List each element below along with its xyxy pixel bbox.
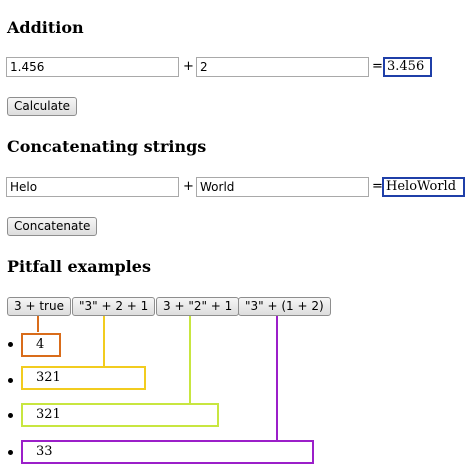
pitfall-result-2: 321 [21, 366, 146, 390]
concat-equals-sign: = [372, 179, 383, 194]
concat-input-a[interactable]: Helo [6, 177, 179, 197]
bullet [8, 450, 13, 455]
pitfall-button-3[interactable]: 3 + "2" + 1 [156, 297, 240, 316]
bullet [8, 378, 13, 383]
concatenation-heading: Concatenating strings [7, 137, 207, 156]
pitfall-result-3-value: 321 [36, 407, 61, 422]
pitfall-button-4[interactable]: "3" + (1 + 2) [238, 297, 331, 316]
pitfall-result-4: 33 [21, 440, 314, 464]
addition-input-a[interactable]: 1.456 [6, 57, 179, 77]
pitfall-result-1-value: 4 [36, 337, 45, 352]
addition-equals-sign: = [372, 59, 383, 74]
calculate-button[interactable]: Calculate [7, 97, 78, 116]
addition-heading: Addition [7, 18, 84, 37]
pitfall-result-1: 4 [21, 333, 61, 357]
addition-plus-sign: + [183, 59, 194, 74]
concatenate-button[interactable]: Concatenate [7, 217, 98, 236]
pitfall-button-1[interactable]: 3 + true [7, 297, 71, 316]
concat-plus-sign: + [183, 179, 194, 194]
pitfall-heading: Pitfall examples [7, 257, 151, 276]
bullet [8, 342, 13, 347]
bullet [8, 413, 13, 418]
pitfall-button-2[interactable]: "3" + 2 + 1 [72, 297, 156, 316]
addition-input-b[interactable]: 2 [196, 57, 369, 77]
pitfall-result-4-value: 33 [36, 444, 53, 459]
addition-result: 3.456 [383, 57, 432, 77]
concat-result: HeloWorld [382, 177, 465, 197]
pitfall-result-2-value: 321 [36, 370, 61, 385]
pitfall-result-3: 321 [21, 403, 219, 427]
concat-input-b[interactable]: World [196, 177, 369, 197]
